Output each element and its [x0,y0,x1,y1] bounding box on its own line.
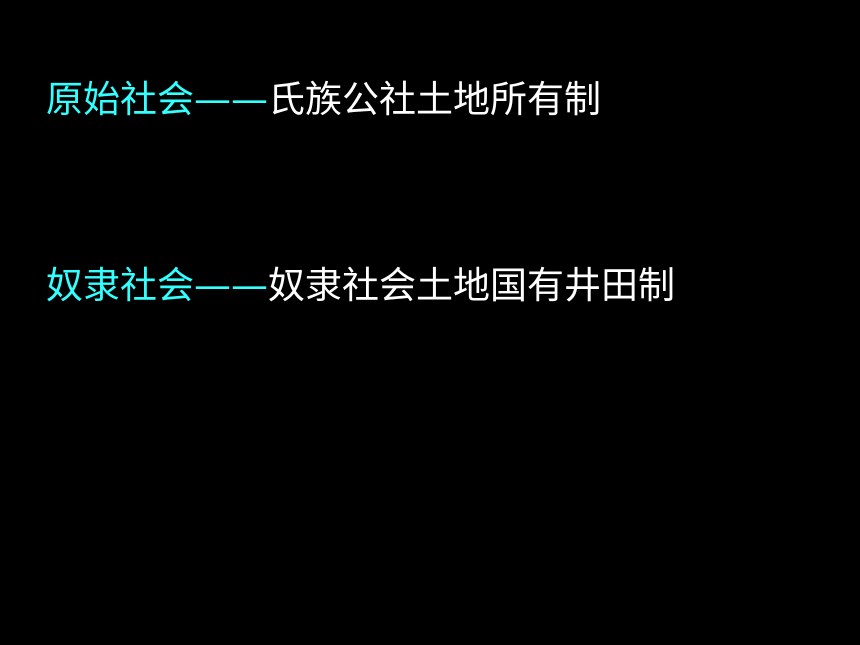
row-slave-society: 奴隶社会——奴隶社会土地国有井田制 [46,264,675,308]
separator-dash: —— [194,264,268,307]
era-label: 原始社会 [46,78,194,121]
row-primitive-society: 原始社会——氏族公社土地所有制 [46,78,601,122]
era-label: 奴隶社会 [46,264,194,307]
separator-dash: —— [194,78,268,121]
land-system-description: 氏族公社土地所有制 [268,78,601,121]
land-system-description: 奴隶社会土地国有井田制 [268,264,675,307]
